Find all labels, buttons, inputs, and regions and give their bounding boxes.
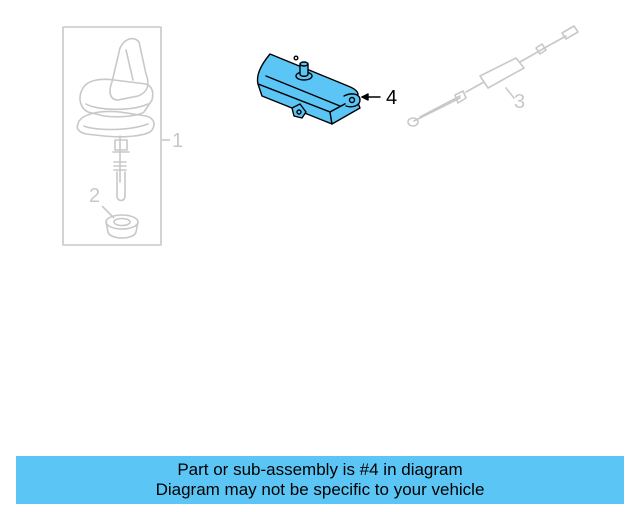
module-tab-bottom-hole <box>296 109 302 115</box>
antenna-cover-ridge <box>125 49 134 81</box>
antenna-gasket <box>76 110 155 138</box>
part-1-antenna-base <box>62 26 162 246</box>
module-tab-hole <box>348 96 356 104</box>
part-4-antenna-module <box>256 53 381 125</box>
antenna-clip <box>114 139 128 151</box>
cable-clip-1 <box>454 90 467 104</box>
callout-4: 4 <box>386 87 398 109</box>
module-edge-line <box>265 75 341 107</box>
nut-body <box>105 221 139 239</box>
module-screw <box>293 55 299 61</box>
banner-line-2: Diagram may not be specific to your vehi… <box>155 480 485 499</box>
part-1-group-frame <box>62 26 162 246</box>
antenna-stud-bolt <box>116 171 126 202</box>
cable-connector-right <box>561 25 579 40</box>
cable-sleeve <box>479 57 525 89</box>
cable-end-left <box>407 117 419 127</box>
info-banner: Part or sub-assembly is #4 in diagram Di… <box>16 456 624 504</box>
antenna-gasket-inner <box>83 123 149 131</box>
antenna-cover <box>109 37 149 101</box>
part-3-antenna-cable <box>407 25 579 127</box>
callout-2: 2 <box>89 185 101 207</box>
cable-clip-2 <box>535 43 547 55</box>
callout-3: 3 <box>514 91 526 113</box>
cable-segment-b <box>465 81 485 93</box>
cable-segment-c <box>519 45 549 63</box>
callout-1: 1 <box>172 130 184 152</box>
module-connector-top <box>299 61 309 67</box>
antenna-stud-thread <box>113 161 127 171</box>
antenna-base-housing <box>79 78 154 118</box>
callout-2-leader <box>101 205 115 219</box>
parts-diagram <box>62 25 579 246</box>
antenna-base-edge <box>85 103 149 111</box>
cable-segment-a2 <box>419 95 461 118</box>
nut-hole <box>113 217 131 227</box>
callout-3-leader <box>505 87 515 99</box>
cable-segment-a <box>413 97 461 122</box>
callout-4-arrowhead <box>361 93 369 101</box>
nut-top <box>105 214 139 230</box>
module-connector <box>299 63 309 77</box>
part-2-nut <box>101 205 139 239</box>
banner-line-1: Part or sub-assembly is #4 in diagram <box>177 460 463 479</box>
cable-segment-d <box>547 35 567 47</box>
